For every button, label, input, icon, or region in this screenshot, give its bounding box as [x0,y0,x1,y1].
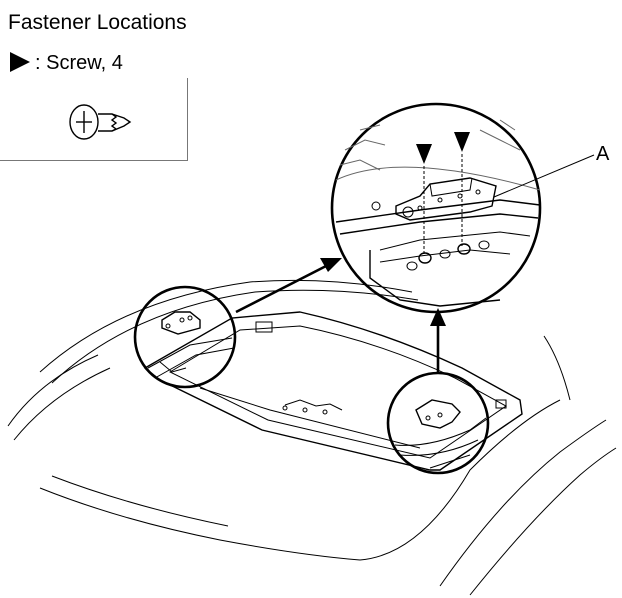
magnified-mount-circle [330,102,542,314]
callout-leader-line [493,154,595,198]
screw-marker-icon [454,132,470,152]
right-mount-detail-circle [386,371,490,475]
legend-label: : Screw, 4 [35,52,123,74]
screw-location-markers [416,132,470,164]
arrow-head-icon [320,258,342,272]
magnify-arrows [235,258,446,372]
diagram-title: Fastener Locations [8,11,187,34]
screw-marker-icon [10,52,30,72]
arrow-head-icon [430,308,446,326]
screw-marker-icon [416,144,432,164]
vehicle-roof-outline [7,279,617,596]
legend-box [0,78,188,161]
fastener-legend: : Screw, 4 [10,51,123,75]
left-mount-detail-circle [133,285,237,389]
callout-label-a: A [596,143,610,165]
screw-icon [69,104,132,140]
sunroof-glass-panel [143,311,523,471]
